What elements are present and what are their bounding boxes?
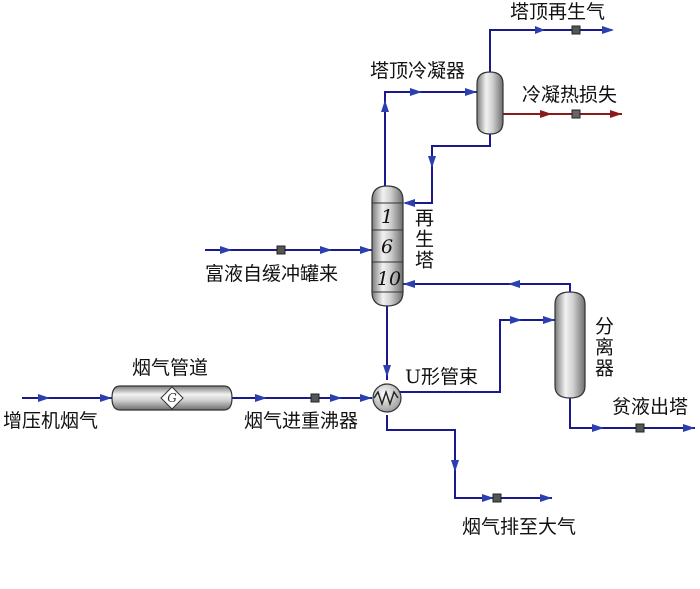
label-top-regen-gas: 塔顶再生气	[510, 1, 606, 23]
label-rich-liquid-in: 富液自缓冲罐来	[205, 263, 339, 285]
arrow-sep-return-2	[403, 280, 415, 288]
arrow-flue-in-1	[38, 394, 50, 402]
stage-label: 1	[381, 206, 393, 228]
label-condensation-heat-loss: 冷凝热损失	[522, 84, 618, 106]
arrow-heat-loss-2	[610, 110, 622, 118]
label-lean-liquid-out: 贫液出塔	[612, 396, 689, 418]
stage-label: 10	[377, 268, 401, 290]
arrow-duct-out-1	[255, 394, 267, 402]
arrow-flue-in-2	[100, 394, 112, 402]
stream-utube-to-separator	[397, 319, 555, 393]
arrow-duct-out-2	[330, 394, 342, 402]
stream-condenser-return	[405, 132, 491, 204]
arrow-lean-1	[592, 424, 604, 432]
label-top-condenser: 塔顶冷凝器	[370, 60, 466, 82]
stream-separator-to-tower	[403, 283, 571, 300]
regen-tower-vessel: 1 6 10	[371, 185, 404, 307]
valves	[276, 25, 645, 503]
label-flue-gas-duct: 烟气管道	[132, 357, 209, 379]
arrow-to-condenser-3	[465, 88, 477, 96]
stream-top-regen-gas	[489, 29, 612, 75]
stream-lines	[22, 29, 695, 499]
valve-square-icon	[276, 245, 286, 255]
label-flue-gas-to-reboiler: 烟气进重沸器	[244, 410, 359, 432]
valve-square-icon	[635, 423, 645, 433]
arrow-rich-1	[220, 246, 232, 254]
arrow-lean-2	[683, 424, 695, 432]
valve-square-icon	[571, 25, 581, 35]
flow-arrows	[38, 26, 695, 502]
valve-square-icon	[492, 493, 502, 503]
label-flue-gas-to-atmosphere: 烟气排至大气	[462, 516, 577, 538]
label-u-tube-bundle: U形管束	[405, 366, 479, 388]
arrow-to-condenser-1	[381, 100, 389, 112]
arrow-top-gas-2	[602, 26, 614, 34]
stream-tower-to-condenser	[384, 91, 477, 188]
arrow-exhaust-down	[451, 460, 459, 472]
stream-lean-liquid	[569, 398, 695, 429]
arrow-exhaust-2	[540, 494, 552, 502]
separator-vessel	[554, 291, 586, 399]
label-separator: 分离器	[592, 316, 614, 379]
heat-loss-arrows	[540, 110, 622, 118]
label-compressor-flue-gas: 增压机烟气	[3, 410, 99, 432]
u-tube-exchanger-icon	[372, 383, 402, 413]
stream-flue-exhaust	[386, 415, 552, 499]
arrow-bottom-down	[383, 365, 391, 377]
arrow-heat-loss-1	[540, 110, 552, 118]
arrow-to-sep-1	[510, 316, 522, 324]
arrow-top-gas-1	[535, 26, 545, 34]
arrow-to-sep-2	[543, 316, 555, 324]
condenser-vessel	[476, 71, 504, 135]
valve-square-icon	[310, 393, 320, 403]
arrow-rich-2	[320, 246, 332, 254]
arrow-duct-out-3	[360, 394, 372, 402]
arrow-return-down	[428, 156, 436, 168]
valve-square-icon	[571, 109, 581, 119]
arrow-exhaust-1	[482, 494, 494, 502]
label-regen-tower: 再生塔	[412, 208, 434, 271]
arrow-sep-return-1	[508, 280, 520, 288]
stage-label: 6	[381, 236, 393, 258]
arrow-rich-3	[360, 246, 372, 254]
gas-duct-icon: G	[111, 385, 233, 411]
arrow-return-tower	[403, 199, 415, 207]
arrow-to-condenser-2	[410, 88, 422, 96]
duct-symbol: G	[167, 391, 177, 405]
